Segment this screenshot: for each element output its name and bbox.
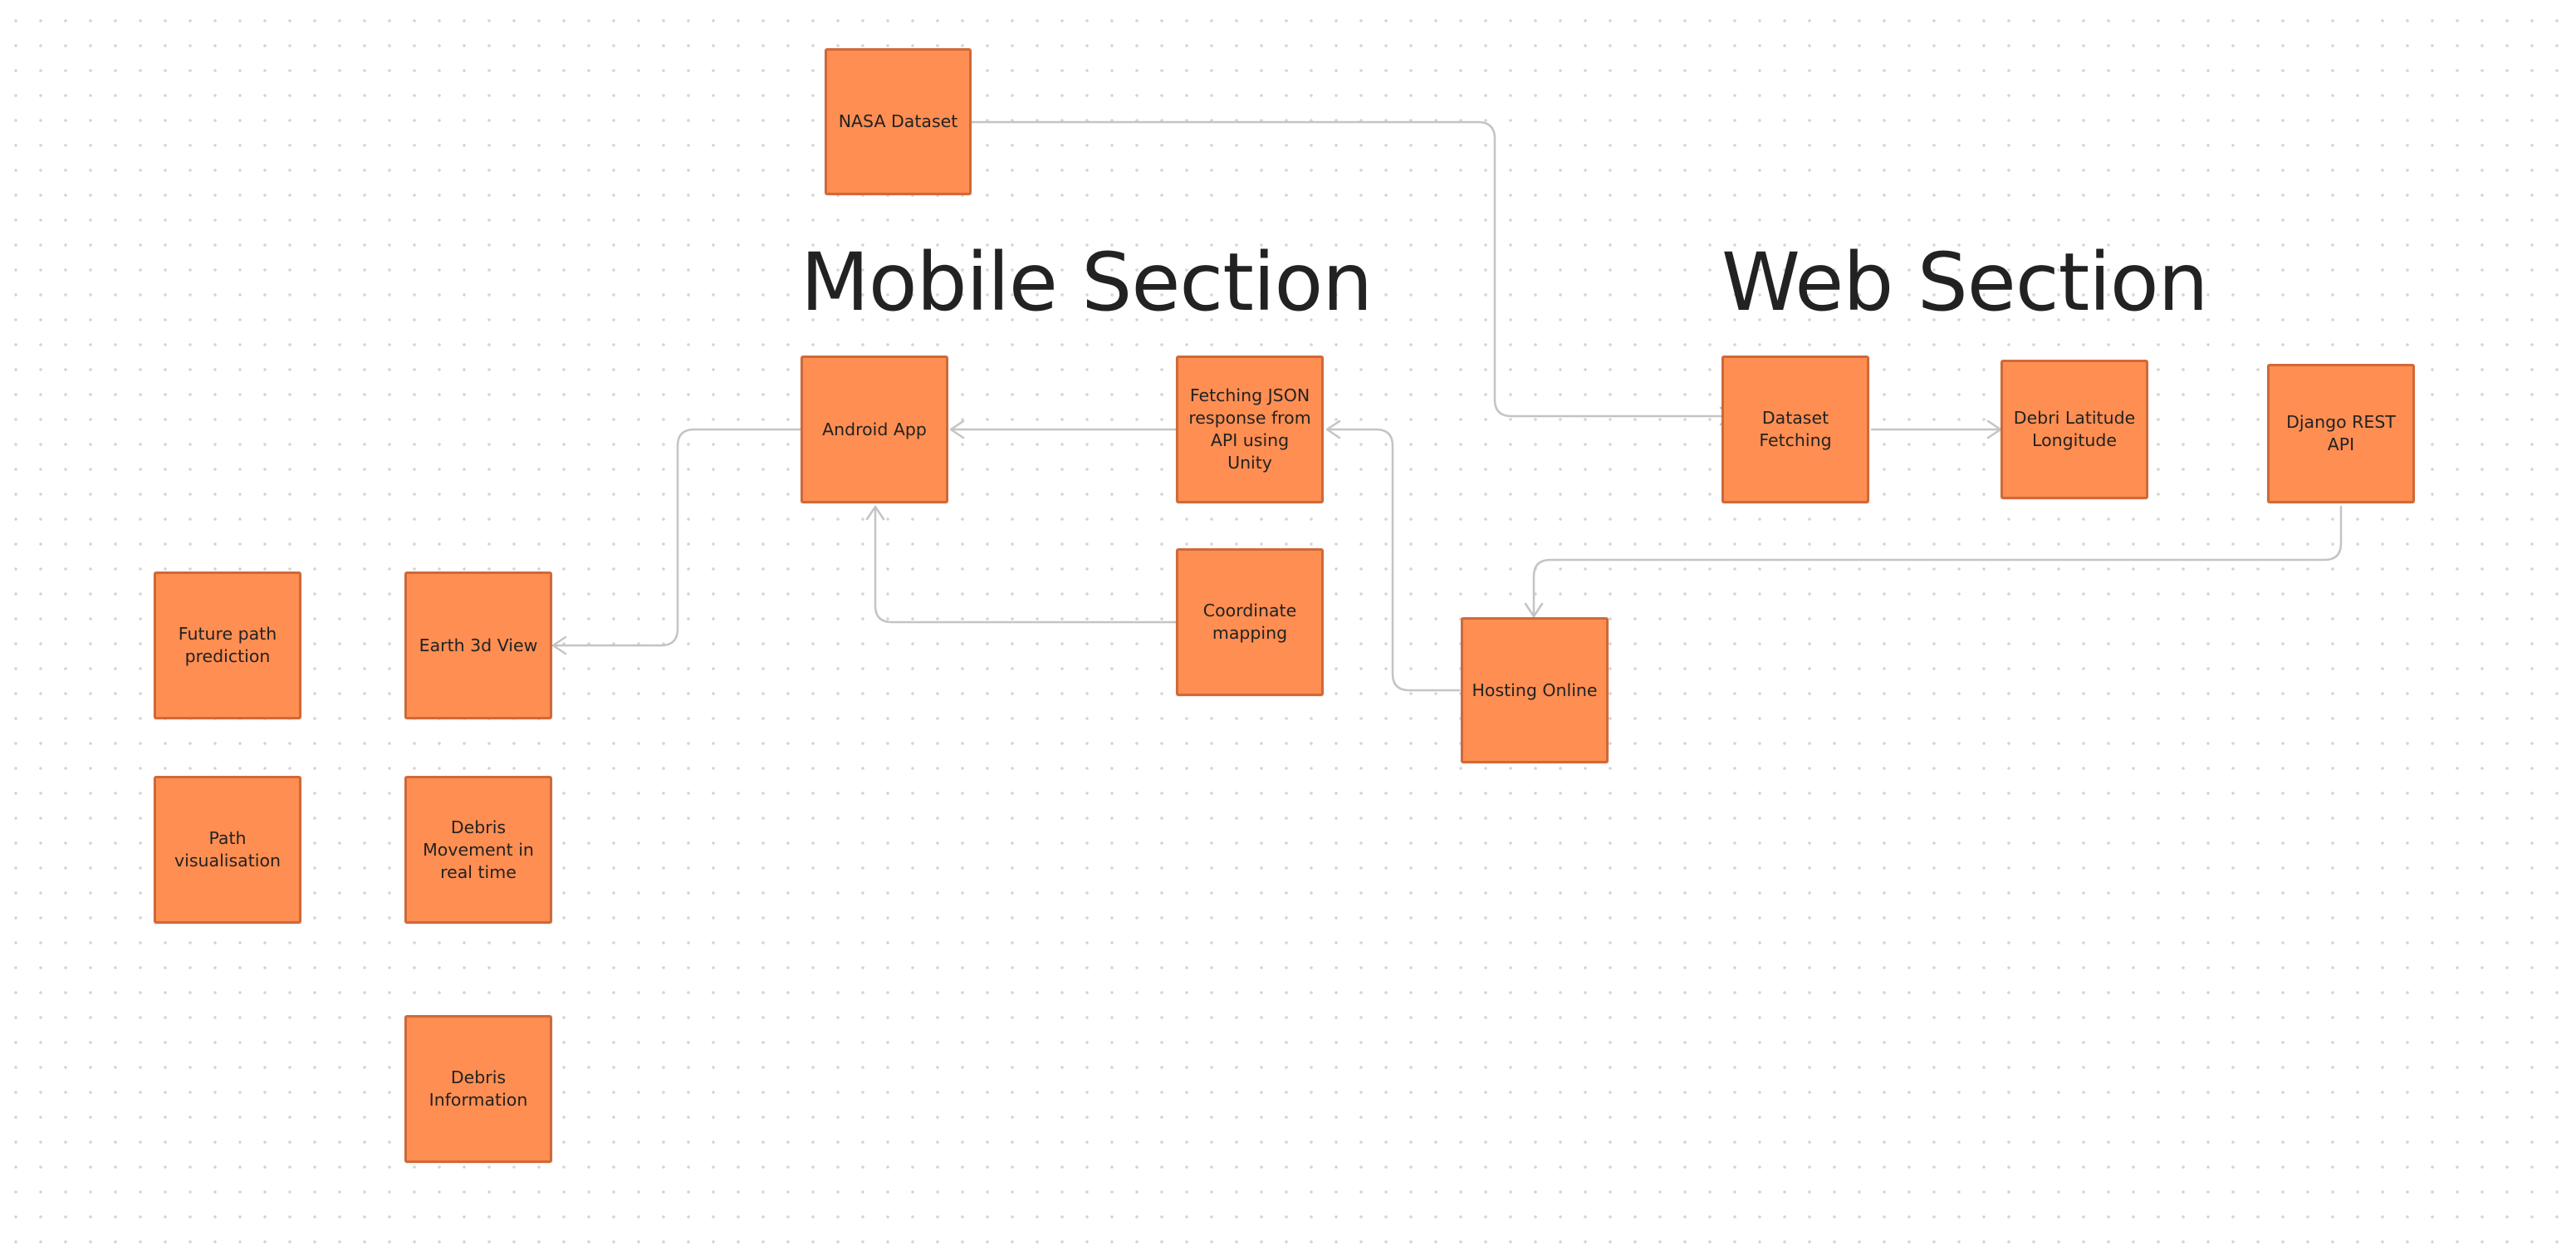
connector-coordinate-mapping-to-android-app[interactable] xyxy=(865,505,1178,624)
sticky-label: Debri Latitude Longitude xyxy=(2013,408,2136,450)
connector-android-app-to-earth-3d-view[interactable] xyxy=(551,428,802,655)
sticky-label: NASA Dataset xyxy=(838,111,958,131)
sticky-label: Fetching JSON response from API using Un… xyxy=(1188,385,1311,473)
connector-django-to-hosting[interactable] xyxy=(1524,505,2343,618)
mobile-section-title: Mobile Section xyxy=(801,236,1373,329)
sticky-android-app[interactable]: Android App xyxy=(801,356,948,503)
connector-hosting-to-fetching-json[interactable] xyxy=(1325,419,1461,692)
sticky-debris-movement[interactable]: Debris Movement in real time xyxy=(404,776,552,924)
sticky-coordinate-mapping[interactable]: Coordinate mapping xyxy=(1176,548,1324,696)
connector-fetching-json-to-android-app[interactable] xyxy=(949,419,1178,439)
sticky-label: Debris Movement in real time xyxy=(423,817,534,882)
sticky-debri-latitude-longitude[interactable]: Debri Latitude Longitude xyxy=(2001,360,2148,499)
sticky-fetching-json[interactable]: Fetching JSON response from API using Un… xyxy=(1176,356,1324,503)
sticky-label: Path visualisation xyxy=(174,828,281,871)
sticky-debris-information[interactable]: Debris Information xyxy=(404,1015,552,1163)
sticky-label: Dataset Fetching xyxy=(1759,408,1832,450)
connector-dataset-fetching-to-debri-lat-long[interactable] xyxy=(1870,419,2002,439)
sticky-path-visualisation[interactable]: Path visualisation xyxy=(154,776,301,924)
sticky-label: Debris Information xyxy=(429,1067,528,1110)
sticky-django-rest-api[interactable]: Django REST API xyxy=(2267,364,2415,503)
sticky-nasa-dataset[interactable]: NASA Dataset xyxy=(825,48,972,195)
sticky-label: Coordinate mapping xyxy=(1202,601,1297,643)
sticky-hosting-online[interactable]: Hosting Online xyxy=(1461,617,1609,763)
web-section-title: Web Section xyxy=(1721,236,2208,329)
sticky-label: Android App xyxy=(822,419,927,439)
sticky-label: Earth 3d View xyxy=(419,635,538,655)
sticky-dataset-fetching[interactable]: Dataset Fetching xyxy=(1721,356,1869,503)
sticky-future-path-prediction[interactable]: Future path prediction xyxy=(154,571,301,719)
sticky-label: Future path prediction xyxy=(178,624,277,666)
sticky-label: Hosting Online xyxy=(1472,679,1598,700)
sticky-earth-3d-view[interactable]: Earth 3d View xyxy=(404,571,552,719)
sticky-label: Django REST API xyxy=(2286,412,2396,454)
